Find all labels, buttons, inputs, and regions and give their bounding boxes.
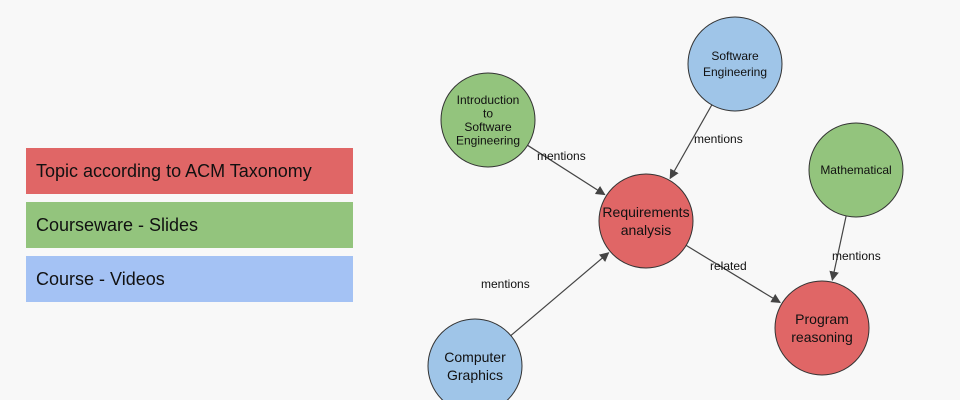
edge-label-math-prog: mentions xyxy=(832,249,881,263)
legend-item-slides: Courseware - Slides xyxy=(26,202,353,248)
node-label-intro: Introduction xyxy=(457,93,520,107)
node-req: Requirements analysis xyxy=(598,173,694,269)
node-circle-swe xyxy=(687,16,783,112)
edge-req-prog xyxy=(685,244,781,304)
node-label-swe: Software xyxy=(711,49,759,63)
edge-label-cg-req: mentions xyxy=(481,277,530,291)
node-label-math: Mathematical xyxy=(820,163,891,177)
nodes-layer: IntroductiontoSoftwareEngineeringSoftwar… xyxy=(427,16,904,400)
legend-label-topic: Topic according to ACM Taxonomy xyxy=(36,160,312,181)
legend-label-videos: Course - Videos xyxy=(36,268,165,289)
node-prog: Program reasoning xyxy=(774,280,870,376)
edges-layer: mentions mentions mentions related mentions xyxy=(481,104,881,337)
node-label-cg: Graphics xyxy=(447,367,503,383)
node-circle-intro xyxy=(440,72,536,168)
edge-label-intro-req: mentions xyxy=(537,149,586,163)
node-label-req: Requirements xyxy=(602,204,689,220)
node-label-prog: Program xyxy=(795,311,849,327)
node-label-cg: Computer xyxy=(444,349,506,365)
node-circle-req xyxy=(598,173,694,269)
node-label-intro: to xyxy=(483,106,493,120)
node-circle-prog xyxy=(774,280,870,376)
edge-label-req-prog: related xyxy=(710,259,747,273)
edge-label-swe-req: mentions xyxy=(694,132,743,146)
node-label-intro: Engineering xyxy=(456,133,520,147)
legend-item-topic: Topic according to ACM Taxonomy xyxy=(26,148,353,194)
legend-label-slides: Courseware - Slides xyxy=(36,214,199,235)
node-label-intro: Software xyxy=(464,120,512,134)
node-label-req: analysis xyxy=(621,222,672,238)
edge-cg-req xyxy=(510,252,610,337)
node-label-prog: reasoning xyxy=(791,329,853,345)
edge-intro-req xyxy=(527,144,606,196)
legend-item-videos: Course - Videos xyxy=(26,256,353,302)
node-math: Mathematical xyxy=(808,122,904,218)
edge-swe-req xyxy=(669,104,713,180)
node-circle-math xyxy=(808,122,904,218)
node-label-swe: Engineering xyxy=(703,65,767,79)
edge-math-prog xyxy=(829,215,847,282)
node-circle-cg xyxy=(427,318,523,400)
